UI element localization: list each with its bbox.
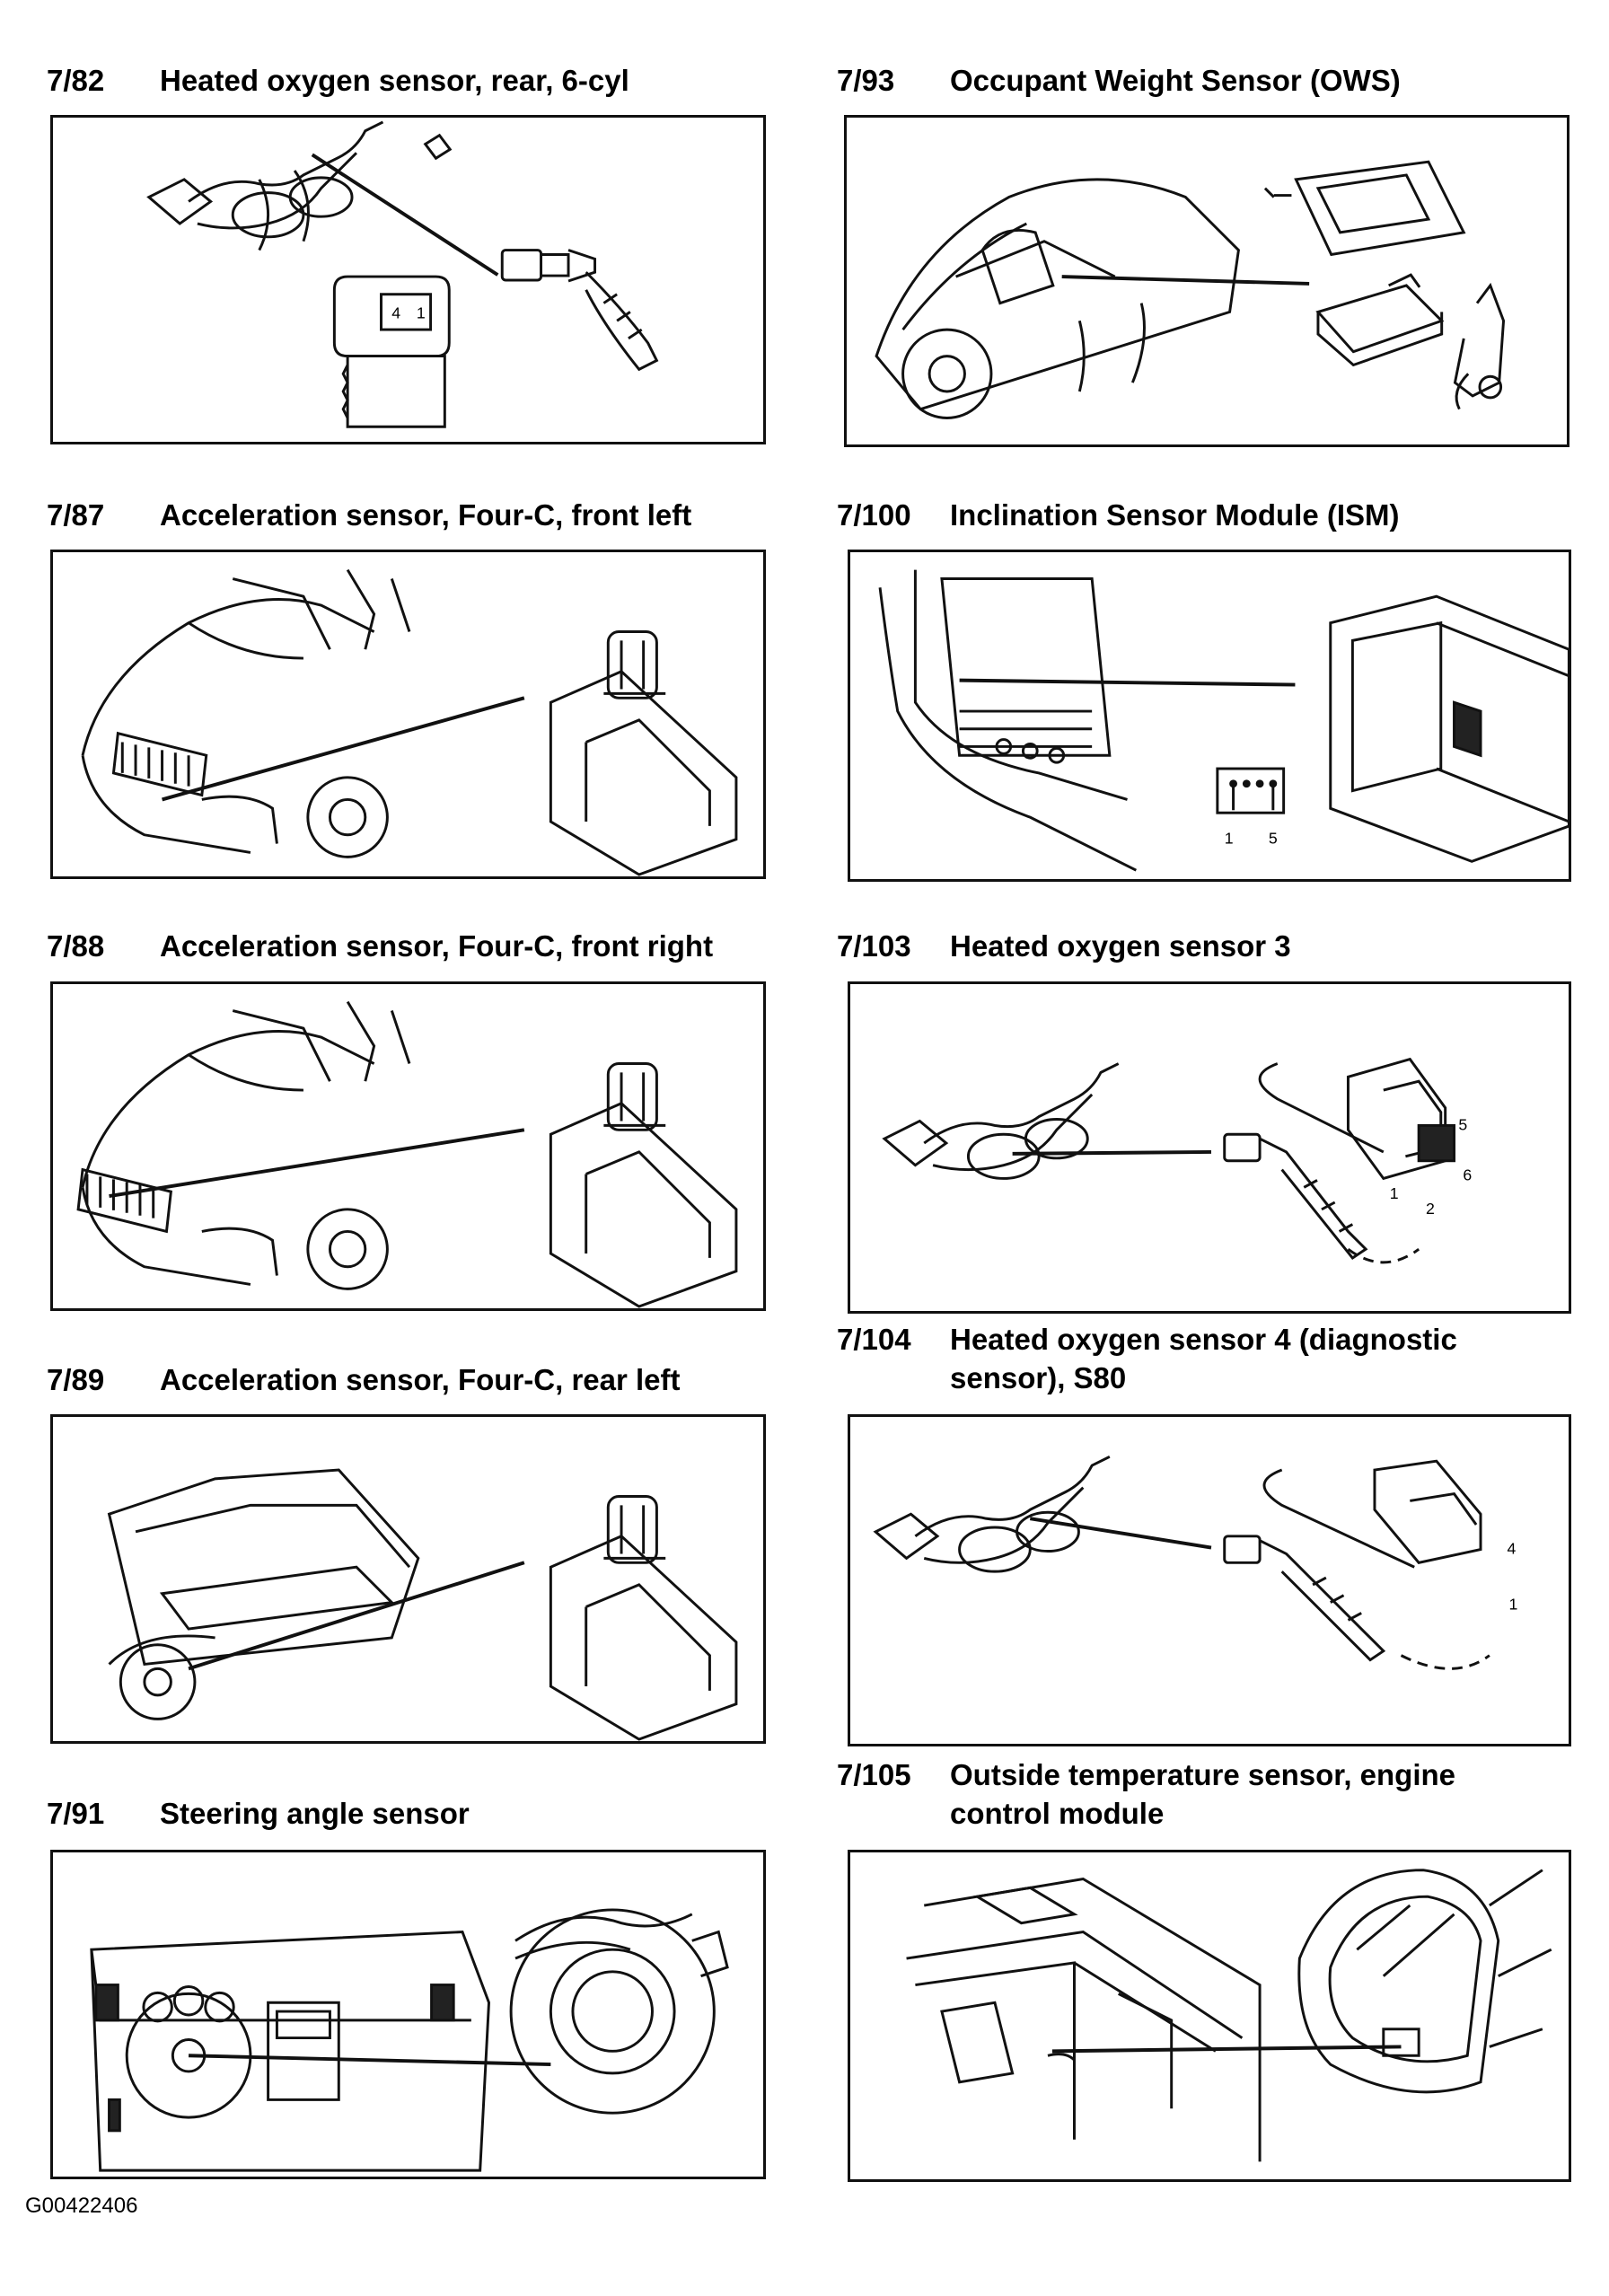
section-number: 7/88	[47, 929, 105, 963]
illustration-panel-7-88	[50, 981, 766, 1311]
section-title: Outside temperature sensor, engine contr…	[950, 1758, 1455, 1830]
connector-pin-label: 1	[1509, 1595, 1518, 1613]
heated-oxygen-sensor-4-illustration: 4 1	[873, 1455, 1518, 1670]
inclination-sensor-module-illustration: 1 5	[878, 569, 1569, 872]
section-title: Acceleration sensor, Four-C, front right	[160, 929, 714, 963]
steering-angle-sensor-illustration	[90, 1908, 729, 2172]
section-heading-7-87: 7/87 Acceleration sensor, Four-C, front …	[47, 496, 783, 536]
heated-oxygen-sensor-3-illustration: 5 6 1 2	[882, 1057, 1472, 1264]
oxygen-sensor-rear-illustration: 4 1	[146, 120, 659, 428]
section-heading-7-88: 7/88 Acceleration sensor, Four-C, front …	[47, 927, 783, 967]
section-number: 7/87	[47, 498, 105, 532]
section-heading-7-105: 7/105 Outside temperature sensor, engine…	[837, 1755, 1573, 1836]
connector-pin-label: 1	[417, 303, 426, 321]
section-number: 7/89	[47, 1363, 105, 1396]
connector-pin-label: 1	[1390, 1184, 1399, 1202]
connector-pin-label: 6	[1463, 1166, 1472, 1183]
connector-pin-label: 5	[1269, 830, 1278, 848]
illustration-panel-7-91	[50, 1850, 766, 2179]
section-heading-7-89: 7/89 Acceleration sensor, Four-C, rear l…	[47, 1360, 783, 1401]
section-heading-7-103: 7/103 Heated oxygen sensor 3	[837, 927, 1573, 967]
section-title: Heated oxygen sensor 4 (diagnostic senso…	[950, 1323, 1457, 1394]
section-heading-7-104: 7/104 Heated oxygen sensor 4 (diagnostic…	[837, 1320, 1573, 1401]
section-title: Acceleration sensor, Four-C, rear left	[160, 1363, 681, 1396]
connector-pin-label: 1	[1225, 830, 1234, 848]
figure-id: G00422406	[25, 2194, 138, 2218]
section-number: 7/91	[47, 1797, 105, 1830]
illustration-panel-7-105	[848, 1850, 1571, 2182]
rear-left-accel-sensor-illustration	[107, 1468, 738, 1741]
connector-pin-label: 5	[1458, 1115, 1467, 1133]
section-title: Acceleration sensor, Four-C, front left	[160, 498, 692, 532]
section-heading-7-100: 7/100 Inclination Sensor Module (ISM)	[837, 496, 1573, 536]
illustration-panel-7-87	[50, 550, 766, 879]
section-heading-7-91: 7/91 Steering angle sensor	[47, 1794, 783, 1834]
connector-pin-label: 4	[391, 303, 400, 321]
section-number: 7/103	[837, 929, 911, 963]
section-title: Inclination Sensor Module (ISM)	[950, 498, 1400, 532]
illustration-panel-7-100: 1 5	[848, 550, 1571, 882]
front-left-accel-sensor-illustration	[81, 568, 738, 876]
illustration-panel-7-103: 5 6 1 2	[848, 981, 1571, 1314]
section-heading-7-93: 7/93 Occupant Weight Sensor (OWS)	[837, 61, 1573, 101]
illustration-panel-7-93	[844, 115, 1569, 447]
illustration-panel-7-104: 4 1	[848, 1414, 1571, 1746]
connector-pin-label: 4	[1508, 1539, 1517, 1557]
occupant-weight-sensor-illustration	[875, 160, 1506, 419]
section-number: 7/93	[837, 64, 895, 97]
connector-pin-label: 2	[1426, 1200, 1435, 1218]
illustration-panel-7-89	[50, 1414, 766, 1744]
section-title: Heated oxygen sensor, rear, 6-cyl	[160, 64, 629, 97]
section-title: Occupant Weight Sensor (OWS)	[950, 64, 1401, 97]
section-title: Steering angle sensor	[160, 1797, 470, 1830]
section-number: 7/100	[837, 498, 911, 532]
section-heading-7-82: 7/82 Heated oxygen sensor, rear, 6-cyl	[47, 61, 783, 101]
section-title: Heated oxygen sensor 3	[950, 929, 1291, 963]
front-right-accel-sensor-illustration	[76, 1000, 738, 1308]
section-number: 7/104	[837, 1323, 911, 1356]
section-number: 7/105	[837, 1758, 911, 1791]
section-number: 7/82	[47, 64, 105, 97]
outside-temperature-sensor-illustration	[906, 1869, 1552, 2162]
illustration-panel-7-82: 4 1	[50, 115, 766, 444]
